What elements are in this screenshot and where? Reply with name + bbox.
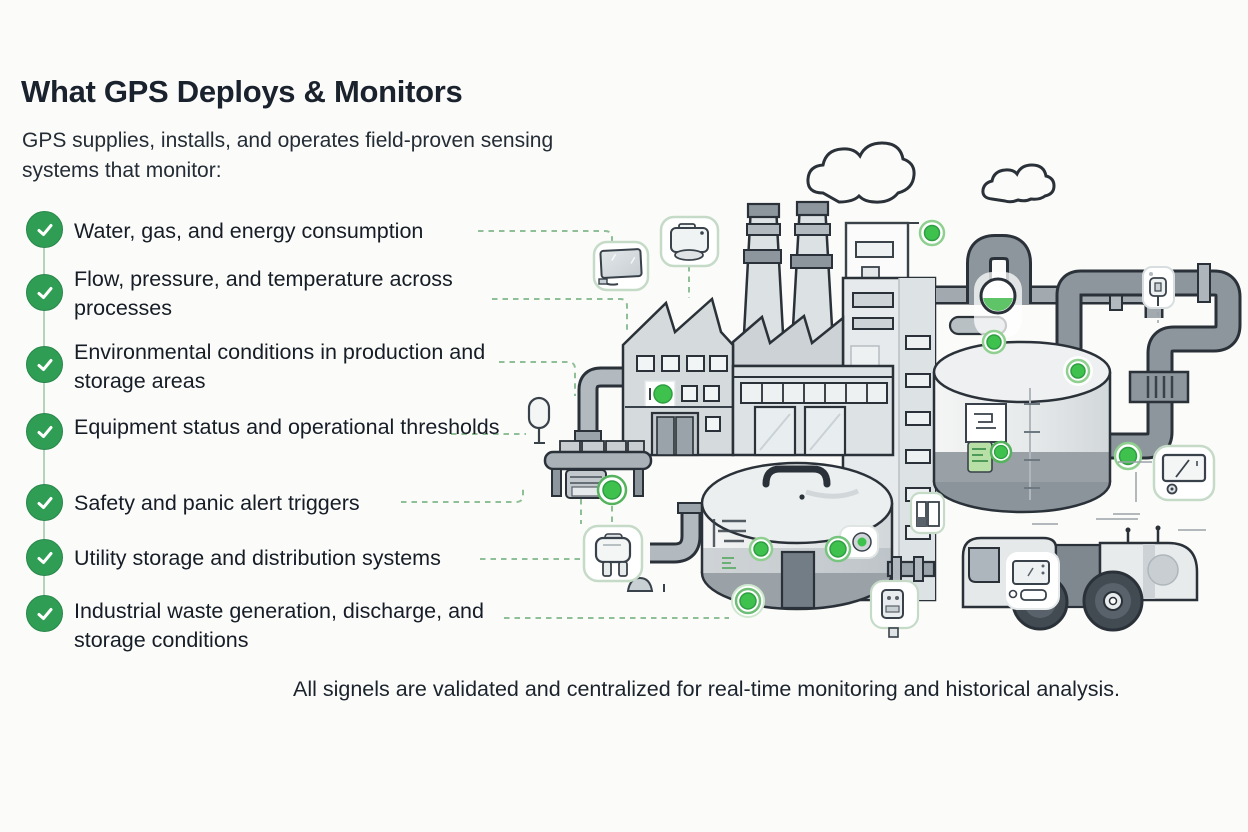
checklist-item-label: Safety and panic alert triggers [74, 491, 360, 515]
transfer-pipe [886, 556, 936, 582]
factory [621, 296, 895, 457]
check-icon [37, 551, 52, 564]
checklist-item-label: Utility storage and distribution systems [74, 546, 441, 570]
checklist-item-label: Water, gas, and energy consumption [74, 219, 424, 243]
indicator-dot-icon [918, 219, 946, 247]
ground-details [626, 576, 665, 592]
hanging-sensor-icon [1142, 266, 1175, 323]
footer-caption: All signels are validated and centralize… [293, 677, 1120, 701]
cloud [806, 141, 1056, 204]
outline-building [844, 221, 919, 283]
check-icon [37, 607, 52, 620]
check-icon [37, 286, 52, 299]
wall-sensor-icon [582, 524, 644, 583]
page-title: What GPS Deploys & Monitors [21, 74, 463, 109]
check-circle-icon [26, 346, 63, 383]
indicator-dot-icon [748, 536, 774, 562]
checklist-item-label: Equipment status and operational thresho… [74, 415, 500, 439]
panel-sensor-icon [909, 491, 946, 535]
factory-sawtooth-roof [731, 313, 845, 368]
checklist-item-label: Flow, pressure, and temperature across p… [74, 267, 453, 320]
check-circle-icon [26, 484, 63, 521]
indicator-dot-icon [989, 440, 1013, 464]
checklist-item-label: Industrial waste generation, discharge, … [74, 599, 484, 652]
check-icon [37, 223, 52, 236]
check-icon [37, 358, 52, 371]
indicator-dot-icon [653, 384, 673, 404]
check-circle-icon [26, 595, 63, 632]
connector-item-2 [492, 298, 628, 334]
monitor-sensor-icon [592, 240, 650, 292]
check-circle-icon [26, 274, 63, 311]
gauge-sensor-icon [1113, 444, 1216, 531]
tanker-truck [961, 518, 1199, 632]
indicator-dot-icon [596, 474, 628, 506]
checklist-item-label: Environmental conditions in production a… [74, 340, 486, 393]
tank-inlet-pipe [650, 502, 706, 564]
connector-item-1 [478, 230, 613, 243]
dashed-connectors [401, 230, 729, 619]
camera-sensor-icon [659, 215, 720, 268]
device-sensor-icon [869, 579, 920, 638]
connector-item-5 [401, 485, 524, 503]
check-circle-icon [26, 539, 63, 576]
truck-display-icon [1004, 550, 1060, 610]
check-circle-icon [26, 413, 63, 450]
check-icon [37, 496, 52, 509]
pole-sensor-icon [527, 396, 551, 444]
indicator-dot-icon [731, 584, 765, 618]
connector-item-3 [499, 361, 576, 396]
factory-inlet-pipe [574, 366, 624, 442]
page-subtitle: GPS supplies, installs, and operates fie… [22, 129, 554, 182]
storage-tank [932, 340, 1112, 514]
check-circle-icon [26, 211, 63, 248]
pressure-gauge-icon [974, 272, 1022, 338]
loop-pipes [1055, 263, 1242, 460]
check-icon [37, 425, 52, 438]
conveyor [543, 440, 653, 506]
round-tank [700, 461, 894, 618]
indicator-dot-icon [824, 535, 852, 563]
